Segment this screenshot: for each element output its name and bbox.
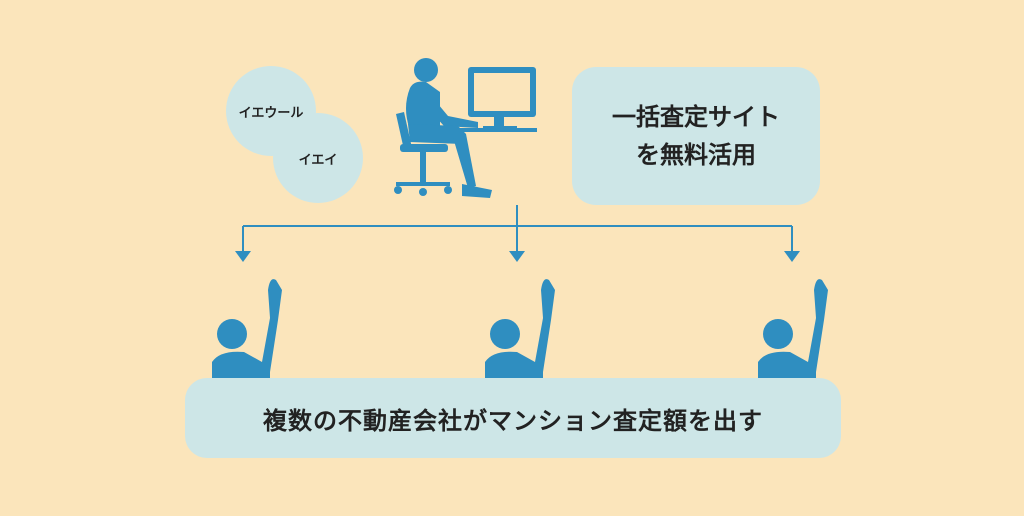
raised-hand-person-icon (212, 279, 282, 390)
box-line-2: を無料活用 (636, 141, 756, 169)
box-line-1: 一括査定サイト (612, 103, 780, 131)
arrow-down-icon (509, 251, 525, 262)
arrow-down-icon (784, 251, 800, 262)
arrow-down-icon (235, 251, 251, 262)
raised-hand-person-icon (758, 279, 828, 390)
bulk-appraisal-box: 一括査定サイト を無料活用 (572, 67, 820, 205)
site-label: イエイ (298, 152, 338, 168)
connector (242, 205, 793, 253)
raised-hand-person-icon (485, 279, 555, 390)
site-circle-iei: イエイ (273, 113, 363, 203)
result-text: 複数の不動産会社がマンション査定額を出す (263, 406, 763, 435)
site-label: イエウール (238, 105, 304, 121)
person-at-computer-icon (394, 58, 537, 198)
result-box: 複数の不動産会社がマンション査定額を出す (185, 378, 841, 458)
